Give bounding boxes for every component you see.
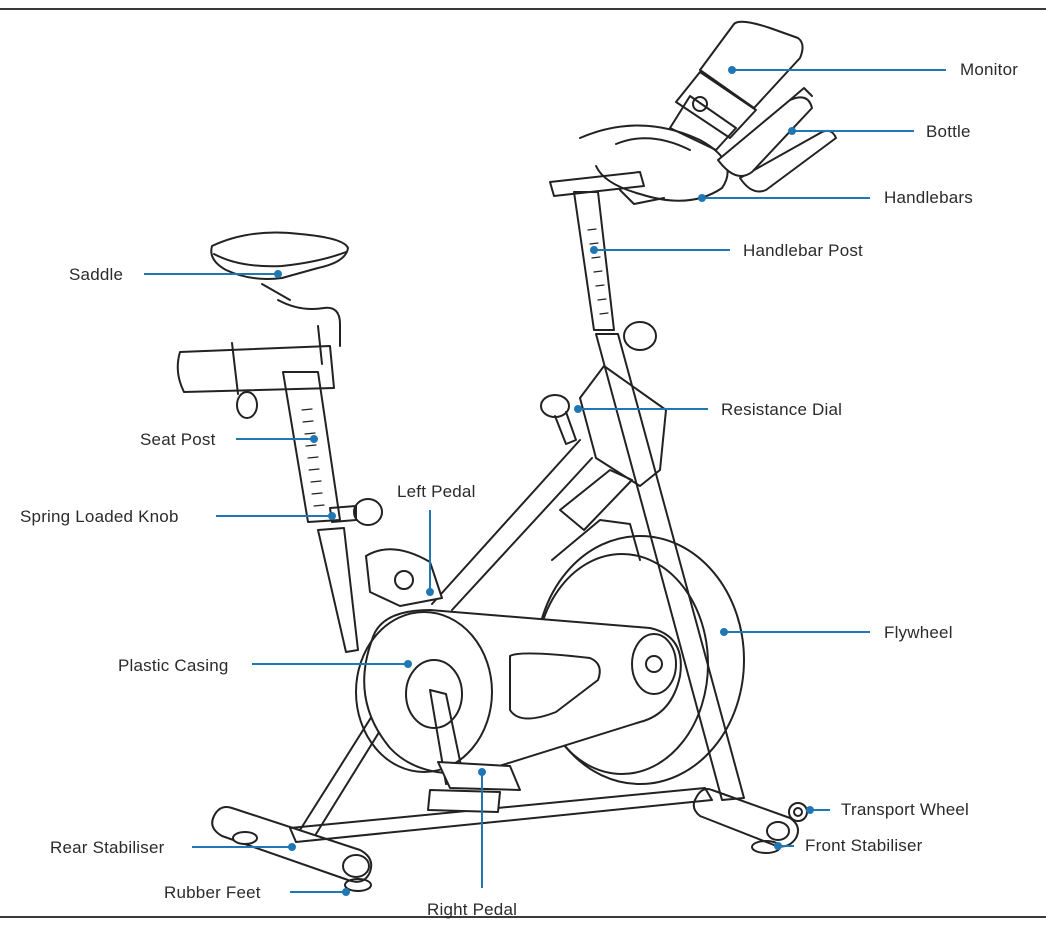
label-left-pedal: Left Pedal xyxy=(397,482,476,501)
label-rear-stabiliser: Rear Stabiliser xyxy=(50,838,165,857)
label-handlebar-post: Handlebar Post xyxy=(743,241,863,260)
label-front-stabiliser: Front Stabiliser xyxy=(805,836,923,855)
label-spring-loaded-knob: Spring Loaded Knob xyxy=(20,507,179,526)
bottom-rule xyxy=(0,916,1046,918)
bottle-shape xyxy=(717,87,813,177)
rear-stabiliser-shape xyxy=(211,806,373,892)
label-handlebars: Handlebars xyxy=(884,188,973,207)
monitor-shape xyxy=(669,20,804,151)
label-right-pedal: Right Pedal xyxy=(427,900,518,919)
plastic-casing-shape xyxy=(355,609,682,775)
label-transport-wheel: Transport Wheel xyxy=(841,800,970,819)
left-pedal-shape xyxy=(365,548,443,607)
label-flywheel: Flywheel xyxy=(884,623,953,642)
label-seat-post: Seat Post xyxy=(140,430,216,449)
label-bottle: Bottle xyxy=(926,122,971,141)
label-monitor: Monitor xyxy=(960,60,1019,79)
label-plastic-casing: Plastic Casing xyxy=(118,656,229,675)
label-rubber-feet: Rubber Feet xyxy=(164,883,261,902)
handlebars-shape xyxy=(549,124,837,205)
label-saddle: Saddle xyxy=(69,265,124,284)
saddle-shape xyxy=(210,231,349,301)
top-rule xyxy=(0,8,1046,10)
label-resistance-dial: Resistance Dial xyxy=(721,400,843,419)
